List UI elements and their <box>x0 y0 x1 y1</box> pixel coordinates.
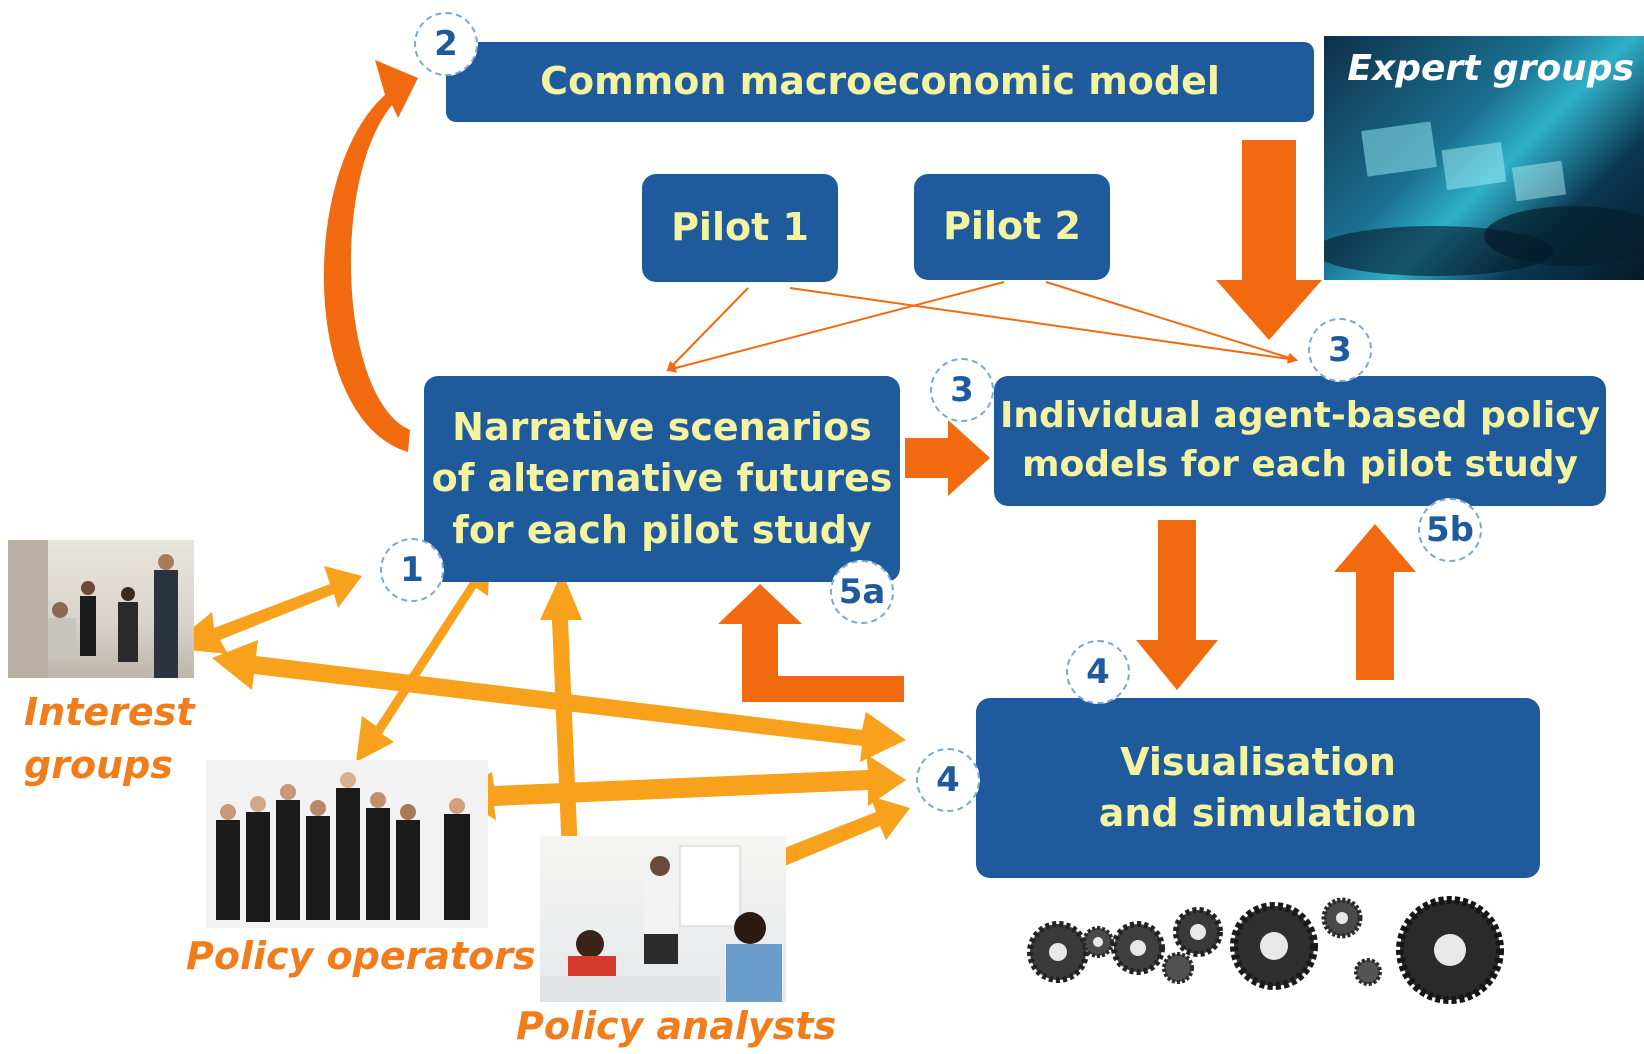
step-badge-3-right: 3 <box>1308 318 1372 382</box>
step-badge-3-left: 3 <box>930 358 994 422</box>
visualisation-box: Visualisation and simulation <box>976 698 1540 878</box>
policy-operators-label: Policy operators <box>186 934 536 978</box>
gears-svg <box>1027 896 1504 1004</box>
expert-groups-photo: Expert groups <box>1324 36 1644 280</box>
step-badge-5b: 5b <box>1418 498 1482 562</box>
step-badge-2: 2 <box>414 12 478 76</box>
thin-arrow-pilot2-agent <box>1045 281 1298 363</box>
step-badge-1: 1 <box>380 538 444 602</box>
interest-groups-line-2: groups <box>24 743 173 788</box>
curved-arrow-to-macro <box>323 60 418 452</box>
business-group-illustration <box>216 772 470 922</box>
agent-models-line-2: models for each pilot study <box>1021 444 1579 485</box>
interest-groups-photo <box>8 540 194 678</box>
arrow-visualisation-to-agent <box>1334 524 1416 680</box>
arrow-macro-to-agent <box>1216 140 1322 340</box>
thin-arrow-pilot1-agent <box>789 287 1298 364</box>
pilot1-text: Pilot 1 <box>671 205 809 250</box>
pilot2-box: Pilot 2 <box>914 174 1110 280</box>
narrative-line-1: Narrative scenarios <box>452 405 872 450</box>
step-badge-4-left: 4 <box>916 748 980 812</box>
macro-model-text: Common macroeconomic model <box>540 59 1220 104</box>
pilot1-box: Pilot 1 <box>642 174 838 282</box>
interest-groups-label: Interest groups <box>24 686 194 792</box>
arrow-operators-narrative <box>356 552 490 762</box>
narrative-line-2: of alternative futures <box>431 456 893 501</box>
macro-model-box: Common macroeconomic model <box>446 42 1314 122</box>
narrative-box: Narrative scenarios of alternative futur… <box>424 376 900 582</box>
policy-analysts-label: Policy analysts <box>516 1004 837 1048</box>
arrow-visualisation-to-narrative <box>718 584 904 702</box>
arrow-interest-narrative <box>168 566 362 654</box>
agent-models-box: Individual agent-based policy models for… <box>994 376 1606 506</box>
step-badge-4-top: 4 <box>1066 640 1130 704</box>
expert-groups-label: Expert groups <box>1347 48 1634 89</box>
interest-groups-line-1: Interest <box>24 690 195 734</box>
thin-arrow-pilot1-narrative <box>666 287 749 372</box>
light-arrows <box>168 552 910 882</box>
gears-illustration <box>1018 890 1528 1010</box>
thin-arrow-pilot2-narrative <box>666 281 1005 373</box>
visualisation-line-1: Visualisation <box>1120 739 1396 784</box>
arrow-narrative-to-agent <box>905 420 990 496</box>
arrow-operators-visualisation <box>452 754 906 820</box>
meeting-illustration <box>540 845 782 1002</box>
visualisation-line-2: and simulation <box>1098 791 1418 835</box>
narrative-line-3: for each pilot study <box>452 507 872 552</box>
policy-operators-photo <box>206 760 488 928</box>
monitors-illustration <box>1324 121 1644 276</box>
arrow-agent-to-visualisation <box>1136 520 1218 690</box>
agent-models-line-1: Individual agent-based policy <box>1000 395 1600 437</box>
policy-analysts-photo <box>540 836 786 1002</box>
people-illustration <box>8 540 178 678</box>
step-badge-5a: 5a <box>830 560 894 624</box>
arrow-analysts-narrative <box>540 572 590 880</box>
pilot2-text: Pilot 2 <box>943 204 1081 249</box>
